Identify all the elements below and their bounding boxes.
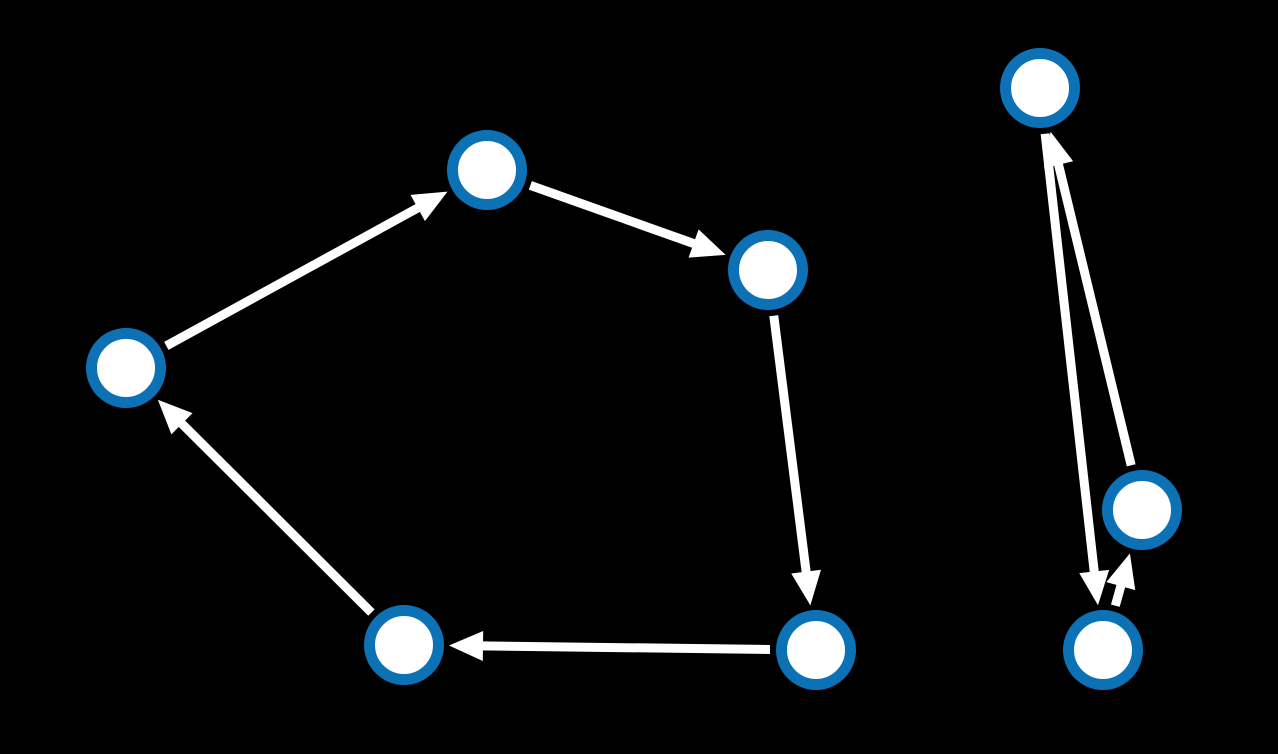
node-upper-left[interactable]: [447, 130, 527, 210]
node-circle: [364, 605, 444, 685]
node-circle: [776, 610, 856, 690]
edge-upper-middle-to-bottom-middle[interactable]: [769, 315, 821, 606]
edge-arrowhead-icon: [1106, 553, 1136, 591]
edge-arrowhead-icon: [1079, 569, 1110, 606]
node-circle: [1102, 470, 1182, 550]
edge-right-middle-to-top-right[interactable]: [1043, 131, 1136, 467]
edge-arrowhead-icon: [157, 399, 193, 435]
edge-bottom-middle-to-bottom-left[interactable]: [448, 630, 771, 661]
edge-bottom-right-to-right-middle[interactable]: [1106, 553, 1136, 607]
edge-shaft: [1040, 133, 1100, 575]
edge-bottom-left-to-left[interactable]: [157, 399, 375, 616]
edge-top-right-to-bottom-right[interactable]: [1040, 133, 1110, 606]
edge-arrowhead-icon: [448, 630, 484, 661]
edge-shaft: [164, 202, 423, 350]
node-circle: [86, 328, 166, 408]
edge-shaft: [1053, 160, 1136, 467]
edge-left-to-upper-left[interactable]: [164, 191, 448, 350]
edge-arrowhead-icon: [688, 229, 726, 258]
edge-shaft: [176, 418, 375, 616]
node-top-right[interactable]: [1000, 48, 1080, 128]
nodes-layer: [86, 48, 1182, 690]
node-bottom-middle[interactable]: [776, 610, 856, 690]
node-bottom-left[interactable]: [364, 605, 444, 685]
edge-arrowhead-icon: [410, 191, 448, 222]
edge-shaft: [1111, 582, 1126, 607]
node-circle: [1063, 610, 1143, 690]
node-upper-middle[interactable]: [728, 230, 808, 310]
node-bottom-right[interactable]: [1063, 610, 1143, 690]
edge-shaft: [769, 315, 811, 576]
node-circle: [1000, 48, 1080, 128]
node-right-middle[interactable]: [1102, 470, 1182, 550]
node-circle: [447, 130, 527, 210]
edges-layer: [157, 131, 1136, 661]
edge-shaft: [528, 181, 698, 249]
edge-shaft: [479, 641, 771, 654]
node-circle: [728, 230, 808, 310]
node-left[interactable]: [86, 328, 166, 408]
edge-arrowhead-icon: [1043, 131, 1074, 169]
edge-arrowhead-icon: [791, 569, 821, 606]
edge-upper-left-to-upper-middle[interactable]: [528, 181, 726, 258]
